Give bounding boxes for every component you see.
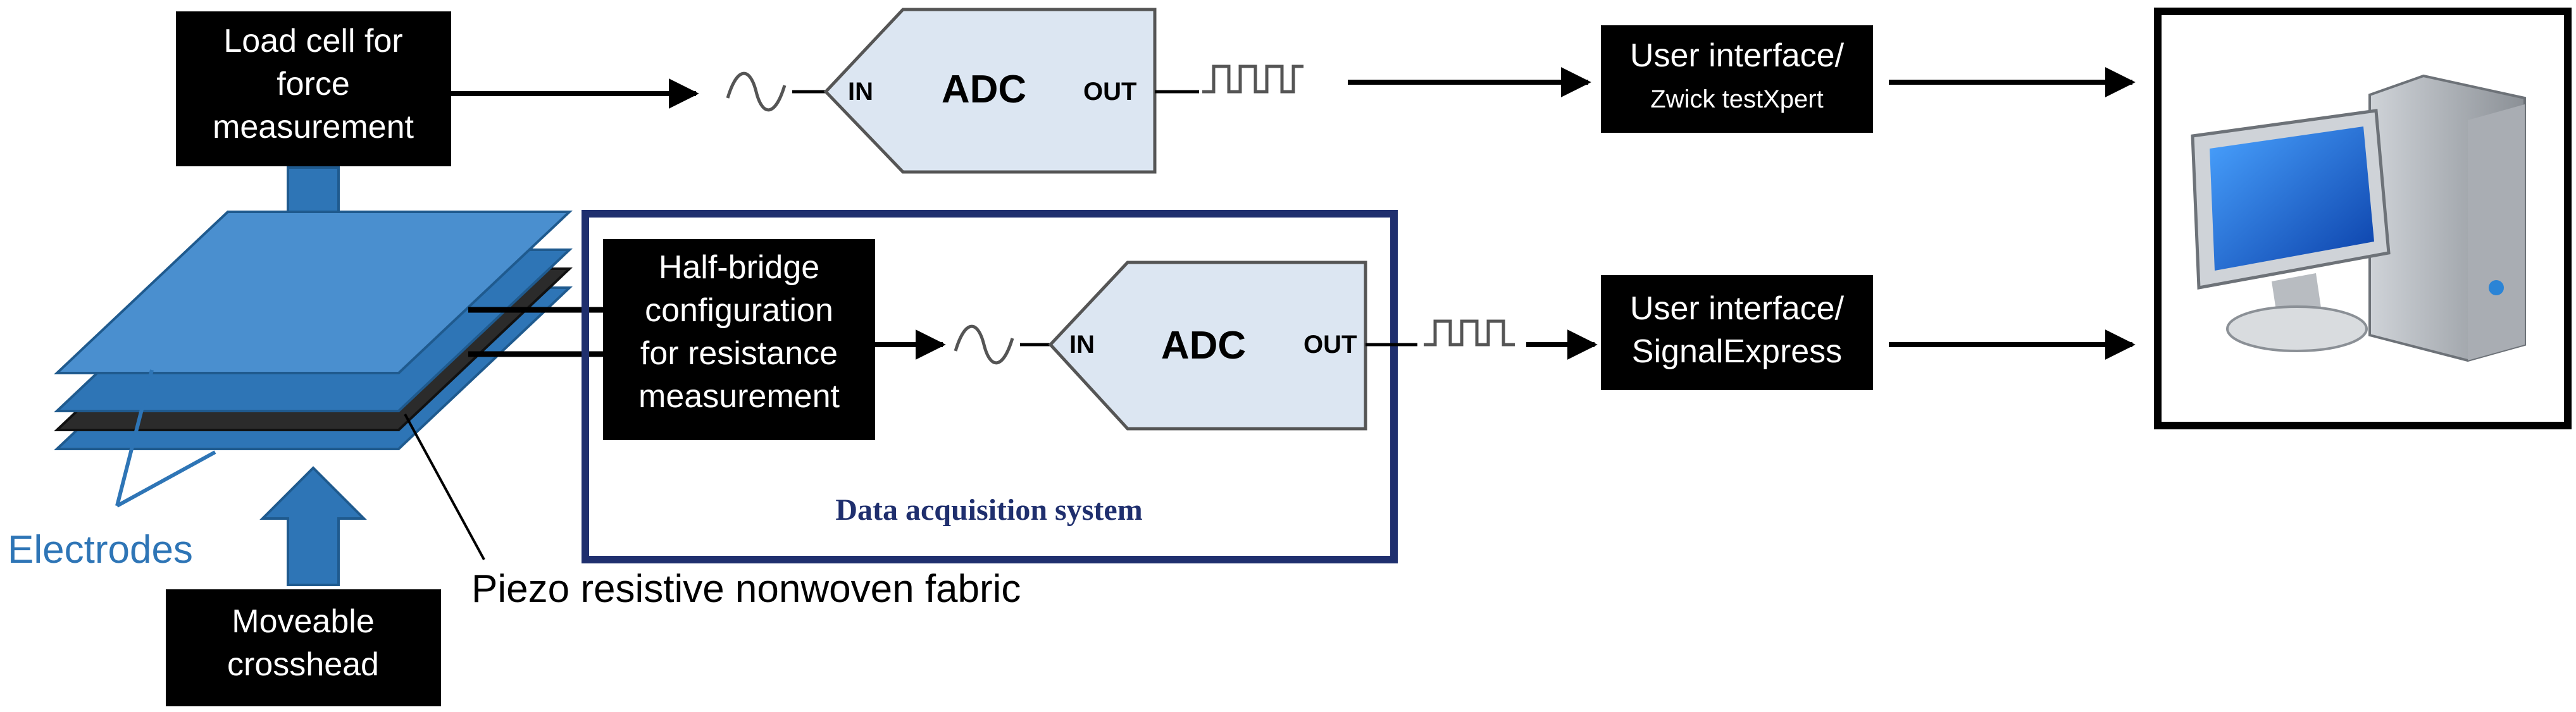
fabric-stack [53,211,573,450]
load-cell-line2: force [277,66,350,102]
half-bridge-line1: Half-bridge [659,249,819,286]
ui-top-line2: Zwick testXpert [1650,85,1823,113]
sine-wave-icon-bottom [954,324,1014,365]
adc-top-out: OUT [1083,78,1136,106]
adc-top-label: ADC [942,68,1026,111]
adc-top: ADC IN OUT [823,8,1157,174]
adc-bottom-out: OUT [1304,331,1357,359]
adc-bottom-label: ADC [1161,324,1246,367]
load-cell-line1: Load cell for [223,23,402,59]
electrode-pointer-1 [115,369,154,506]
square-wave-icon-top [1202,64,1304,94]
crosshead-line1: Moveable [232,603,374,640]
crosshead-arrow-up [259,466,367,586]
desktop-computer-icon [2191,74,2526,362]
square-wave-icon-bottom [1424,319,1515,347]
ui-bottom-line2: SignalExpress [1632,333,1842,370]
sine-wave-icon-top [726,71,787,112]
ui-testxpert-box: User interface/ Zwick testXpert [1601,25,1873,133]
daq-label: Data acquisition system [835,493,1142,527]
half-bridge-box: Half-bridge configuration for resistance… [603,239,875,440]
electrodes-label: Electrodes [8,528,193,572]
adc-bottom-in: IN [1069,331,1095,359]
ui-bottom-line1: User interface/ [1630,290,1845,327]
adc-top-in: IN [848,78,873,106]
ui-signalexpress-box: User interface/ SignalExpress [1601,275,1873,390]
load-cell-box: Load cell for force measurement [176,11,451,166]
half-bridge-line2: configuration [645,292,833,329]
adc-bottom: ADC IN OUT [1048,261,1367,431]
ui-top-line1: User interface/ [1630,37,1845,74]
daq-frame [582,210,1398,563]
half-bridge-line4: measurement [638,378,840,415]
load-cell-line3: measurement [213,109,414,145]
half-bridge-line3: for resistance [640,335,838,372]
fabric-pointer [404,414,485,560]
electrode-pointer-2 [116,450,216,508]
crosshead-line2: crosshead [227,646,379,683]
fabric-label: Piezo resistive nonwoven fabric [471,567,1021,611]
crosshead-box: Moveable crosshead [166,589,441,706]
